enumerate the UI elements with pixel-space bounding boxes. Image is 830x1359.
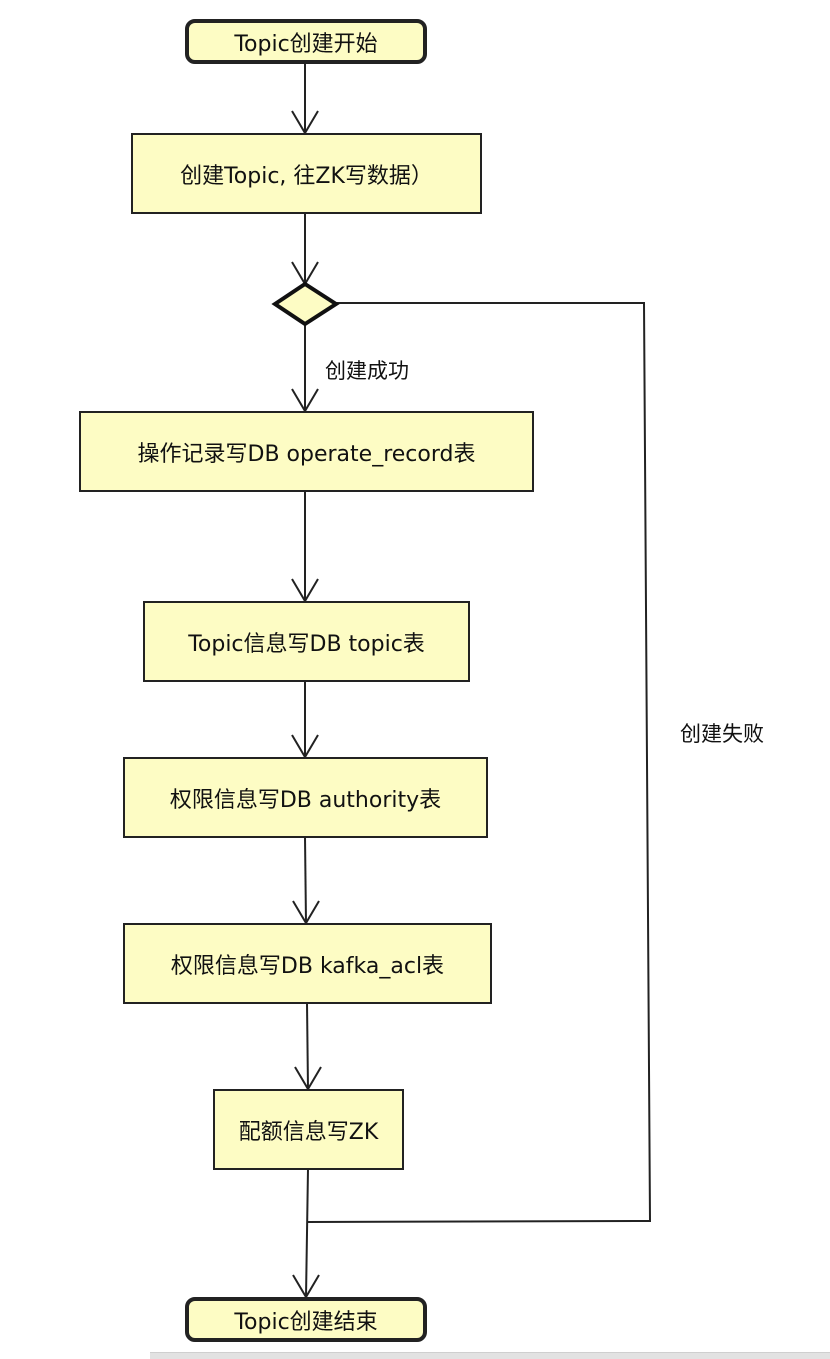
quota-label: 配额信息写ZK — [238, 1119, 379, 1145]
edge-authority-to-acl — [304, 836, 307, 924]
topic-info-label: Topic信息写DB topic表 — [188, 631, 425, 657]
horizontal-scrollbar[interactable] — [150, 1352, 830, 1359]
quota-node[interactable]: 配额信息写ZK — [213, 1089, 404, 1170]
topic-info-node[interactable]: Topic信息写DB topic表 — [143, 601, 470, 682]
authority-node[interactable]: 权限信息写DB authority表 — [123, 757, 488, 838]
decision-diamond — [271, 281, 340, 327]
authority-label: 权限信息写DB authority表 — [169, 787, 442, 813]
create-topic-label: 创建Topic, 往ZK写数据） — [180, 163, 433, 189]
end-node[interactable]: Topic创建结束 — [185, 1297, 427, 1342]
kafka-acl-label: 权限信息写DB kafka_acl表 — [170, 953, 445, 979]
end-node-label: Topic创建结束 — [234, 1309, 378, 1335]
failure-label: 创建失败 — [680, 722, 764, 746]
start-node[interactable]: Topic创建开始 — [185, 19, 427, 64]
success-label: 创建成功 — [325, 359, 409, 383]
edge-failure — [307, 302, 652, 1223]
create-topic-node[interactable]: 创建Topic, 往ZK写数据） — [131, 133, 482, 214]
operate-record-label: 操作记录写DB operate_record表 — [137, 441, 476, 467]
edge-quota-to-end — [305, 1168, 309, 1298]
edge-acl-to-quota — [306, 1002, 309, 1090]
start-node-label: Topic创建开始 — [234, 31, 378, 57]
operate-record-node[interactable]: 操作记录写DB operate_record表 — [79, 411, 534, 492]
kafka-acl-node[interactable]: 权限信息写DB kafka_acl表 — [123, 923, 492, 1004]
